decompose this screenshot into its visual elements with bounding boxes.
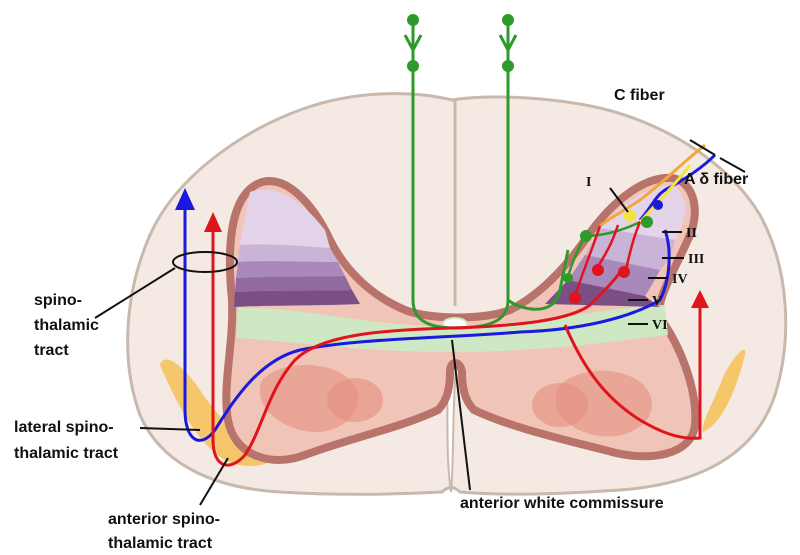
spinothalamic-label-line3: tract [34,342,69,359]
c-fiber-label: C fiber [614,87,665,104]
commissure-label: anterior white commissure [460,495,664,512]
spinothalamic-label-line1: spino- [34,292,82,309]
a-delta-fiber-label: A δ fiber [684,171,748,188]
spinothalamic-label-line2: thalamic [34,317,99,334]
lamina-label-4: IV [672,272,688,287]
green-neuron-mid-right [502,60,514,72]
lamina-label-1: I [586,175,591,190]
lamina-label-6: VI [652,318,668,333]
lateral-tract-label-line1: lateral spino- [14,419,114,436]
green-neuron-mid-left [407,60,419,72]
lamina-label-2: II [686,226,697,241]
lamina-label-3: III [688,252,704,267]
anterior-tract-label-line1: anterior spino- [108,511,220,528]
green-neuron-top-right [502,14,514,26]
green-neuron-top-left [407,14,419,26]
lateral-tract-label-line2: thalamic tract [14,445,119,462]
motor-pool [532,383,588,427]
lamina-label-5: V [652,294,662,309]
motor-pool [327,378,383,422]
anterior-tract-label-line2: thalamic tract [108,535,213,552]
